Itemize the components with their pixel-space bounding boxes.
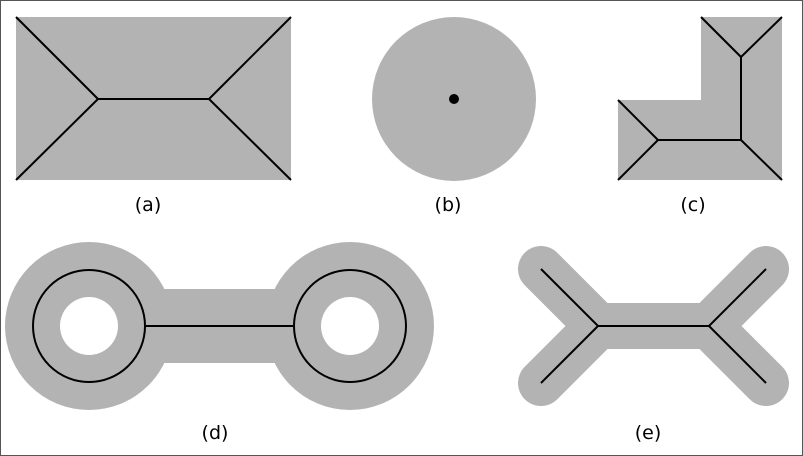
right-hole <box>321 297 379 355</box>
panel-c: (c) <box>617 16 783 216</box>
panel-b: (b) <box>372 17 536 216</box>
medial-axis-e <box>540 268 767 384</box>
medial-axis-d <box>32 269 407 383</box>
caption-e: (e) <box>635 422 662 444</box>
center-point <box>449 94 459 104</box>
caption-c: (c) <box>680 194 705 216</box>
medial-axis-a <box>15 16 292 181</box>
left-hole <box>60 297 118 355</box>
panel-a: (a) <box>15 16 292 216</box>
medial-axis-c <box>617 16 783 181</box>
caption-b: (b) <box>435 194 462 216</box>
caption-a: (a) <box>135 194 161 216</box>
panel-e: (e) <box>518 246 789 444</box>
caption-d: (d) <box>202 422 229 444</box>
panel-d: (d) <box>5 242 434 444</box>
